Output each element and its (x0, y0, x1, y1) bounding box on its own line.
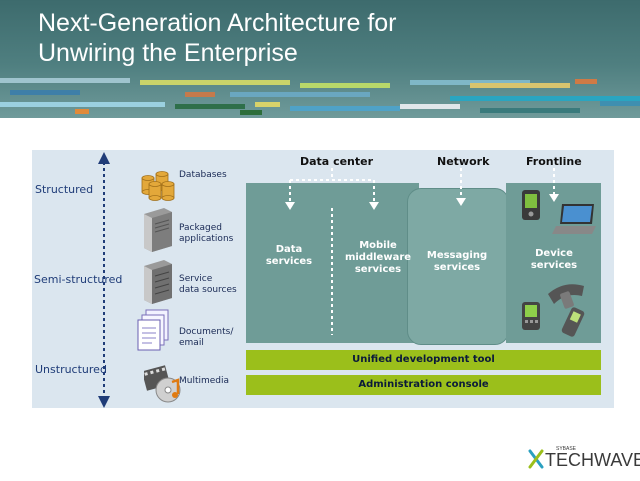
header-frontline: Frontline (526, 155, 582, 168)
header-network: Network (437, 155, 490, 168)
service-server-icon (144, 260, 172, 304)
slide-title: Next-Generation Architecture for Unwirin… (38, 8, 397, 68)
source-multimedia: Multimedia (179, 376, 230, 386)
diagram-svg (98, 152, 110, 408)
logo-techwave: TECHWAVE (545, 450, 640, 470)
unified-development-tool-bar: Unified development tool (246, 350, 601, 370)
messaging-services-label: Messaging services (426, 250, 488, 273)
data-services-label: Data services (265, 244, 313, 267)
title-banner: Next-Generation Architecture for Unwirin… (0, 0, 640, 118)
axis-label-unstructured: Unstructured (35, 363, 107, 376)
handheld-icon (522, 302, 540, 330)
logo-sybase: SYBASE (556, 446, 577, 452)
source-documents-email: Documents/email (179, 327, 234, 348)
architecture-diagram: Structured Semi-structured Unstructured (32, 150, 614, 408)
server-icon (144, 208, 172, 252)
slide-title-line2: Unwiring the Enterprise (38, 39, 298, 67)
network-panel (407, 188, 509, 345)
source-databases: Databases (179, 170, 227, 180)
phone-icon (561, 307, 585, 337)
multimedia-icon (144, 365, 181, 403)
axis-label-structured: Structured (35, 183, 94, 196)
administration-console-bar: Administration console (246, 375, 601, 395)
techwave-logo-icon (528, 449, 544, 469)
slide-title-line1: Next-Generation Architecture for (38, 9, 397, 37)
axis-label-semi-structured: Semi-structured (34, 273, 123, 286)
documents-icon (137, 309, 169, 351)
database-icon (141, 171, 175, 201)
laptop-icon (552, 204, 596, 234)
structure-axis-arrow (98, 152, 110, 408)
pda-icon (522, 190, 540, 220)
header-data-center: Data center (300, 155, 374, 168)
scanner-icon (548, 284, 584, 309)
mobile-middleware-services-label: Mobile middleware services (344, 240, 412, 275)
device-services-label: Device services (530, 248, 578, 271)
